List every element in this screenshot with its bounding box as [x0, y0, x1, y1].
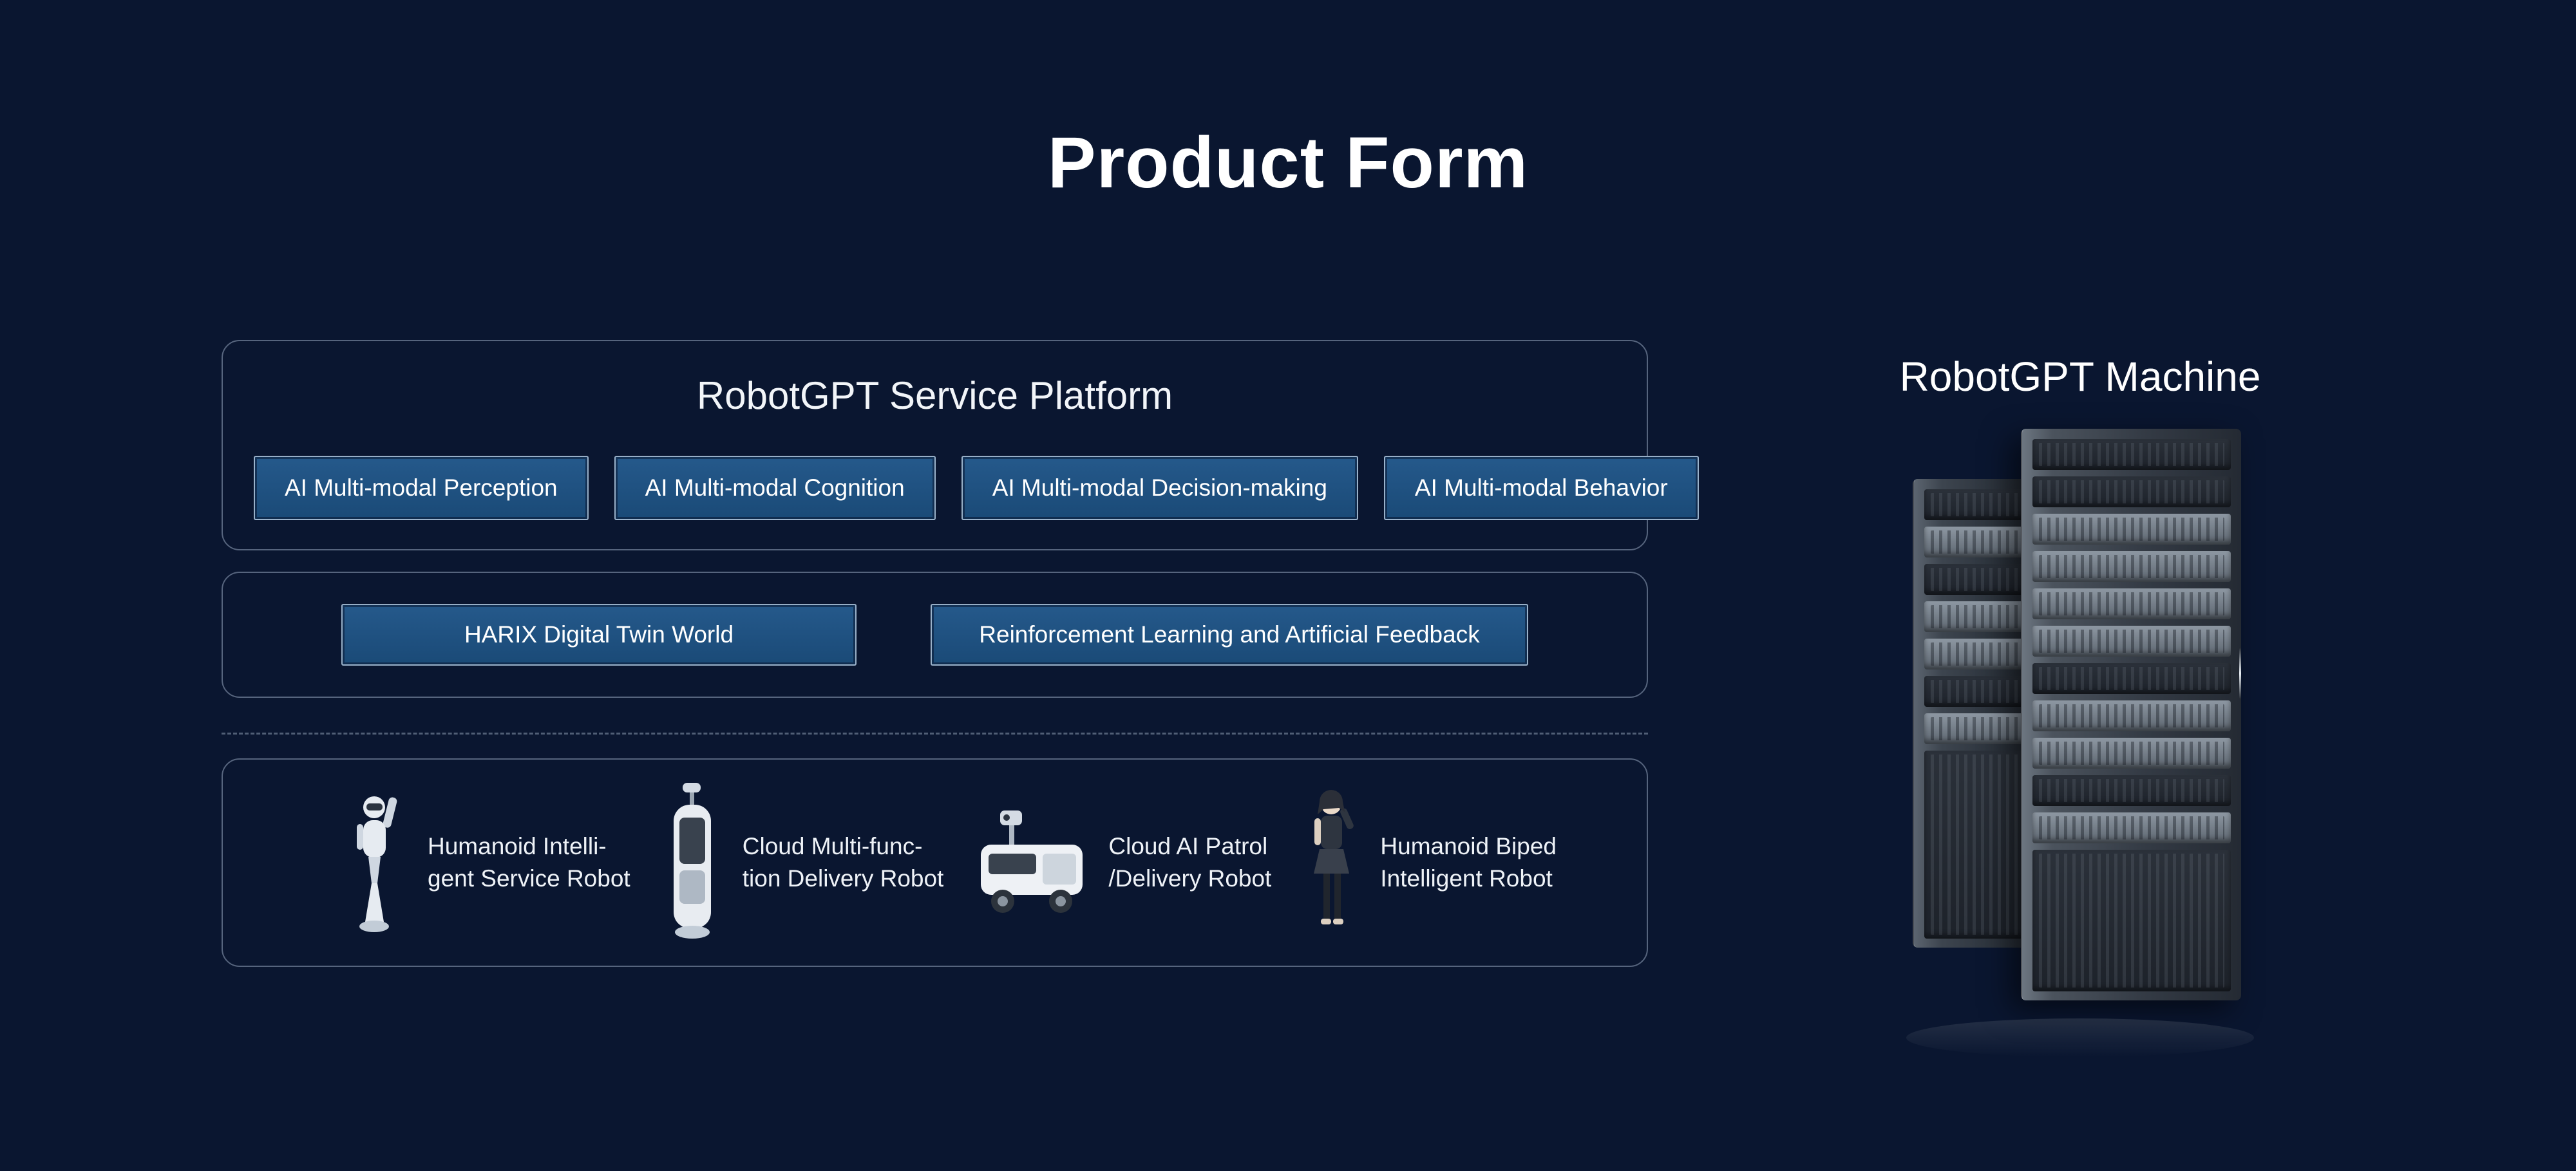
- product-form-diagram: RobotGPT Service Platform AI Multi-modal…: [222, 340, 1699, 977]
- humanoid-service-robot-icon: [357, 796, 397, 932]
- robot-label: Humanoid Biped Intelligent Robot: [1380, 830, 1557, 895]
- server-rack-front: [2021, 429, 2241, 1000]
- robot-label-line: Cloud AI Patrol: [1108, 833, 1268, 859]
- robots-box: Humanoid Intelli- gent Service Robot Clo…: [222, 758, 1648, 967]
- patrol-robot-icon: [981, 810, 1083, 913]
- robot-label-line: Humanoid Intelli-: [428, 833, 607, 859]
- robot-label: Cloud Multi-func- tion Delivery Robot: [743, 830, 944, 895]
- robot-item-biped: Humanoid Biped Intelligent Robot: [1301, 786, 1557, 939]
- reinforcement-learning-chip: Reinforcement Learning and Artificial Fe…: [931, 604, 1528, 666]
- ai-module-row: AI Multi-modal Perception AI Multi-modal…: [223, 456, 1699, 520]
- delivery-robot-icon: [673, 783, 711, 939]
- robot-label-line: /Delivery Robot: [1108, 865, 1272, 892]
- robot-item-delivery: Cloud Multi-func- tion Delivery Robot: [660, 783, 944, 942]
- robot-item-humanoid-service: Humanoid Intelli- gent Service Robot: [342, 788, 630, 937]
- robot-label-line: Cloud Multi-func-: [742, 833, 923, 859]
- rack-highlight: [2239, 648, 2241, 699]
- robot-label-line: tion Delivery Robot: [742, 865, 944, 892]
- biped-robot-icon: [1314, 790, 1354, 924]
- robot-label-line: gent Service Robot: [428, 865, 630, 892]
- rack-reflection: [1906, 1018, 2254, 1057]
- service-platform-box: RobotGPT Service Platform AI Multi-modal…: [222, 340, 1699, 550]
- rack-units: [2032, 439, 2231, 991]
- robot-label: Humanoid Intelli- gent Service Robot: [428, 830, 630, 895]
- server-rack-back: [1913, 479, 2049, 948]
- harix-digital-twin-chip: HARIX Digital Twin World: [341, 604, 857, 666]
- robot-label-line: Humanoid Biped: [1380, 833, 1557, 859]
- module-chip-perception: AI Multi-modal Perception: [254, 456, 589, 520]
- dashed-divider: [222, 733, 1648, 735]
- service-platform-title: RobotGPT Service Platform: [696, 374, 1173, 417]
- machine-section: RobotGPT Machine: [1887, 353, 2273, 1057]
- robot-item-patrol: Cloud AI Patrol /Delivery Robot: [973, 807, 1271, 918]
- robot-label-line: Intelligent Robot: [1380, 865, 1553, 892]
- page-title: Product Form: [1047, 122, 1529, 203]
- rack-units: [1924, 489, 2039, 939]
- machine-title: RobotGPT Machine: [1899, 353, 2261, 400]
- module-chip-decision-making: AI Multi-modal Decision-making: [961, 456, 1358, 520]
- capability-box: HARIX Digital Twin World Reinforcement L…: [222, 572, 1648, 698]
- robot-label: Cloud AI Patrol /Delivery Robot: [1108, 830, 1271, 895]
- server-rack-icon: [1906, 429, 2254, 1057]
- module-chip-cognition: AI Multi-modal Cognition: [614, 456, 936, 520]
- module-chip-behavior: AI Multi-modal Behavior: [1383, 456, 1699, 520]
